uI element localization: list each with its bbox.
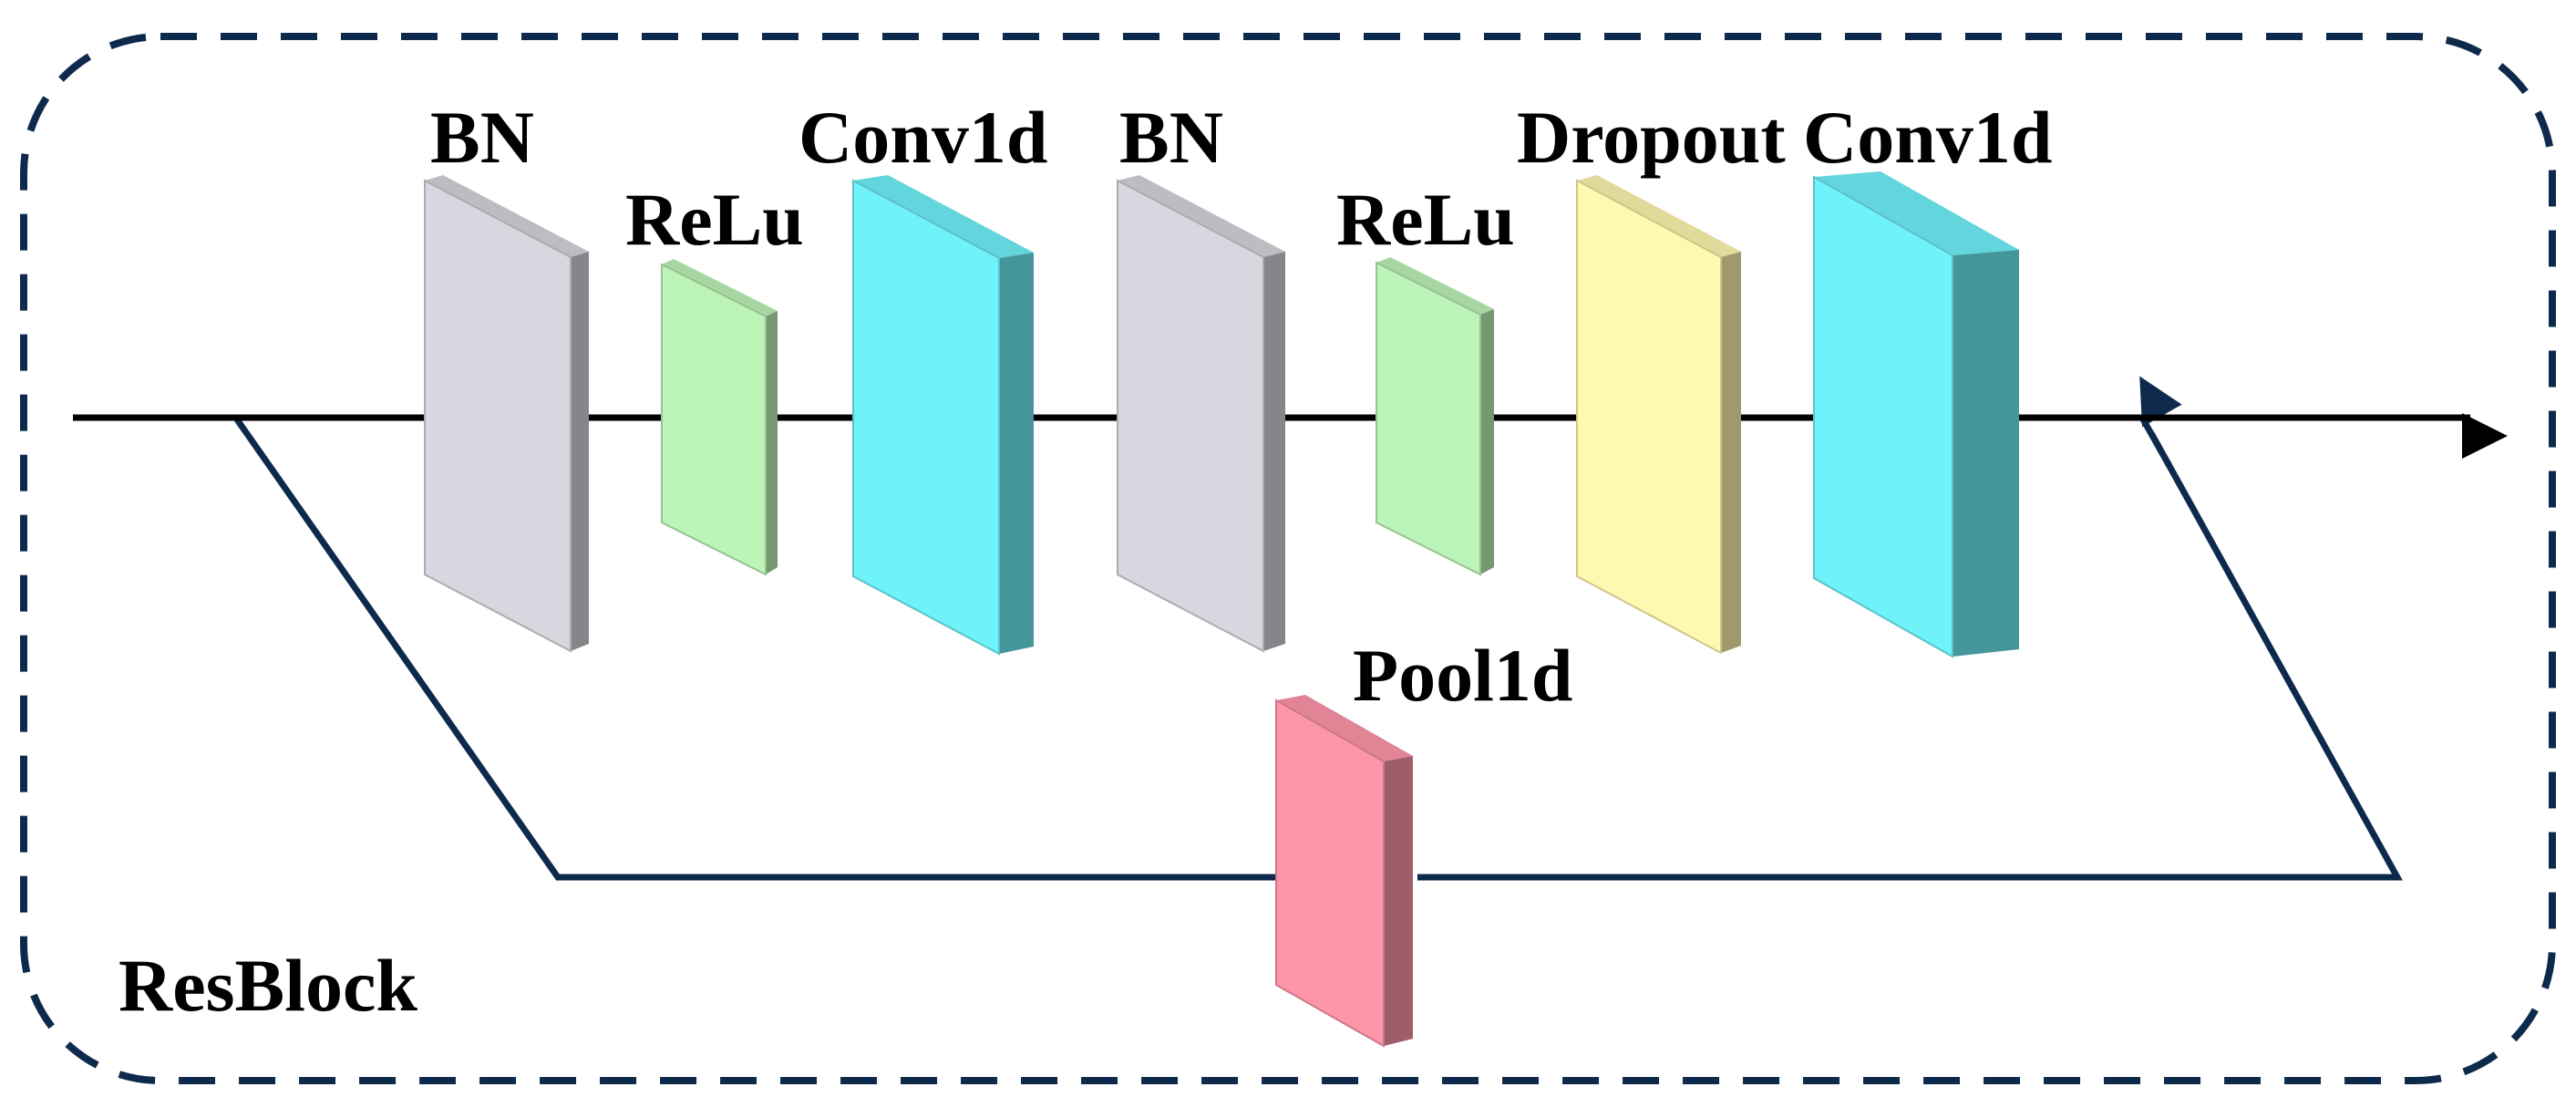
- layer-front-face: [1576, 179, 1722, 655]
- layer-side-face: [1384, 756, 1413, 1046]
- skip-line-in: [234, 417, 1276, 881]
- skip-line-out: [1417, 431, 2403, 881]
- layer-label-bn-2: BN: [1119, 96, 1223, 179]
- layer-relu-1: [661, 259, 778, 576]
- layer-side-face: [571, 252, 589, 651]
- layer-front-face: [852, 179, 1000, 656]
- layer-top-face: [1276, 695, 1413, 761]
- layer-front-face: [1117, 179, 1264, 653]
- layer-relu-2: [1376, 257, 1494, 576]
- layer-label-relu-1: ReLu: [625, 178, 804, 261]
- layer-top-face: [425, 175, 589, 257]
- layer-label-conv1d-2: Conv1d: [1803, 96, 2052, 179]
- layer-side-face: [1721, 252, 1741, 653]
- layer-top-face: [662, 259, 778, 316]
- layer-pool1d: [1275, 695, 1413, 1048]
- layer-side-face: [999, 253, 1034, 654]
- layer-conv1d-2: [1813, 171, 2019, 658]
- layer-label-pool1d: Pool1d: [1353, 634, 1572, 717]
- layer-label-bn-1: BN: [430, 96, 534, 179]
- layer-side-face: [766, 311, 778, 575]
- resblock-border: [20, 33, 2556, 1084]
- layer-top-face: [1118, 175, 1285, 257]
- layer-front-face: [1376, 261, 1481, 576]
- skip-arrow-merge: [2138, 376, 2182, 468]
- layer-dropout: [1576, 175, 1741, 655]
- layer-top-face: [853, 175, 1034, 258]
- layer-label-conv1d-1: Conv1d: [799, 96, 1047, 179]
- layer-front-face: [1275, 699, 1385, 1048]
- layer-bn-1: [424, 175, 589, 653]
- layer-label-relu-2: ReLu: [1336, 178, 1515, 261]
- layer-front-face: [1813, 175, 1953, 658]
- layer-label-dropout: Dropout: [1517, 96, 1786, 179]
- layer-top-face: [1814, 171, 2019, 255]
- block-label: ResBlock: [118, 944, 417, 1027]
- layer-side-face: [1953, 250, 2019, 657]
- layer-bn-2: [1117, 175, 1285, 653]
- layer-front-face: [661, 263, 767, 576]
- layer-side-face: [1263, 252, 1285, 651]
- layer-front-face: [424, 179, 572, 653]
- layer-stack: [424, 171, 2019, 1048]
- layer-top-face: [1376, 257, 1494, 315]
- layer-side-face: [1480, 309, 1494, 575]
- layer-top-face: [1577, 175, 1741, 257]
- layer-conv1d-1: [852, 175, 1034, 656]
